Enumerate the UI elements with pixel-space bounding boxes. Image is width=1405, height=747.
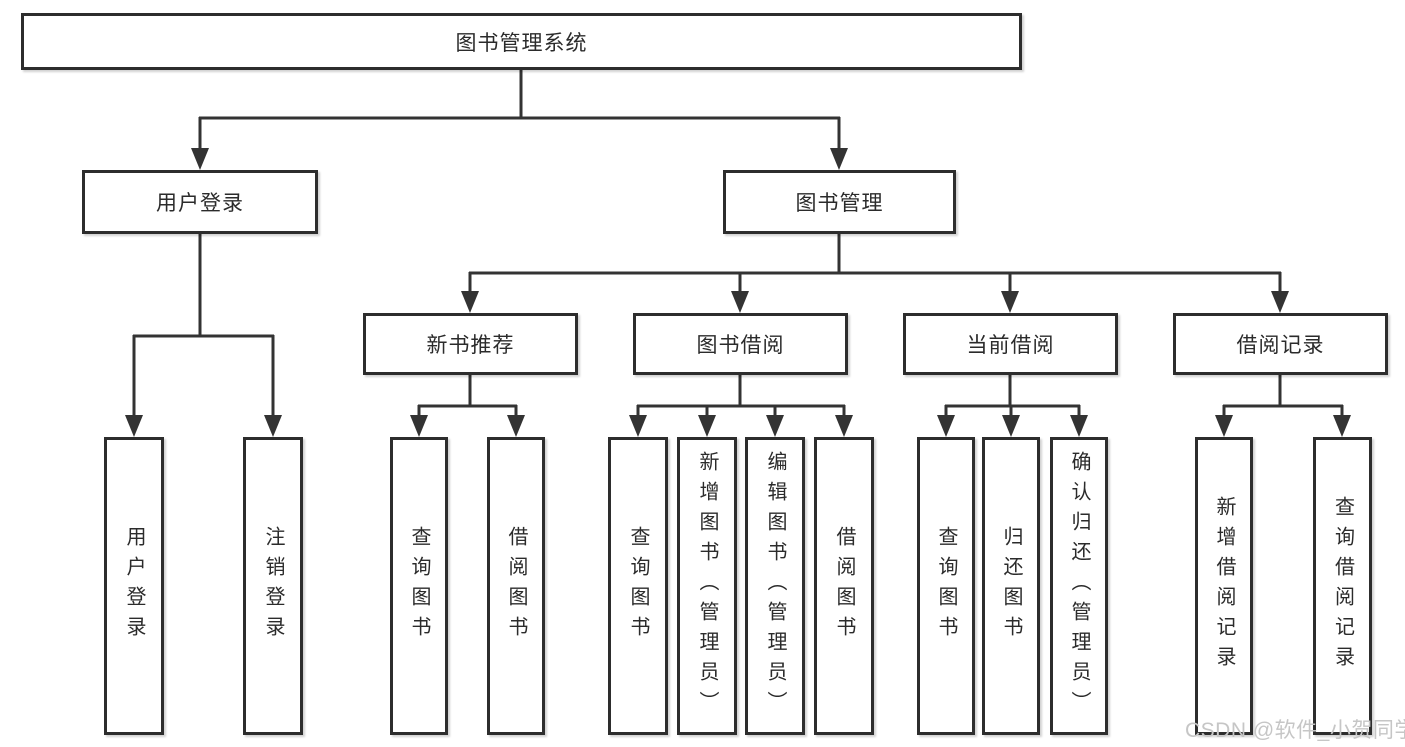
node-current-borrowing: 当前借阅 xyxy=(903,313,1118,375)
node-book-management-label: 图书管理 xyxy=(795,192,884,215)
node-book-borrowing: 图书借阅 xyxy=(633,313,848,375)
node-new-book-recommend: 新书推荐 xyxy=(363,313,578,375)
leaf-records-query-record: 查询借阅记录 xyxy=(1313,437,1372,735)
node-user-login: 用户登录 xyxy=(82,170,318,234)
node-root-system-label: 图书管理系统 xyxy=(455,31,588,55)
leaf-records-add-record: 新增借阅记录 xyxy=(1195,437,1253,735)
leaf-borrowing-add-books-admin-label: 新增图书（管理员） xyxy=(696,451,718,721)
node-user-login-label: 用户登录 xyxy=(156,192,244,215)
leaf-current-query-books-label: 查询图书 xyxy=(935,526,957,646)
leaf-current-confirm-return-admin: 确认归还（管理员） xyxy=(1050,437,1108,735)
leaf-borrowing-borrow-books-label: 借阅图书 xyxy=(833,526,855,646)
leaf-borrowing-edit-books-admin-label: 编辑图书（管理员） xyxy=(764,451,786,721)
leaf-borrowing-query-books: 查询图书 xyxy=(608,437,668,735)
leaf-records-add-record-label: 新增借阅记录 xyxy=(1213,496,1235,676)
node-root-system: 图书管理系统 xyxy=(21,13,1022,70)
leaf-recommend-query-books: 查询图书 xyxy=(390,437,448,735)
node-borrowing-records: 借阅记录 xyxy=(1173,313,1388,375)
leaf-borrowing-borrow-books: 借阅图书 xyxy=(814,437,874,735)
leaf-recommend-query-books-label: 查询图书 xyxy=(408,526,430,646)
leaf-user-login: 用户登录 xyxy=(104,437,164,735)
leaf-recommend-borrow-books-label: 借阅图书 xyxy=(505,526,527,646)
leaf-current-query-books: 查询图书 xyxy=(917,437,975,735)
leaf-current-confirm-return-admin-label: 确认归还（管理员） xyxy=(1068,451,1090,721)
leaf-current-return-books-label: 归还图书 xyxy=(1000,526,1022,646)
node-new-book-recommend-label: 新书推荐 xyxy=(426,334,515,357)
leaf-user-login-label: 用户登录 xyxy=(123,526,145,646)
leaf-logout: 注销登录 xyxy=(243,437,303,735)
leaf-borrowing-query-books-label: 查询图书 xyxy=(627,526,649,646)
leaf-logout-label: 注销登录 xyxy=(262,526,284,646)
leaf-records-query-record-label: 查询借阅记录 xyxy=(1331,496,1354,676)
csdn-watermark: CSDN @软件_小贺同学 xyxy=(1185,719,1405,742)
leaf-borrowing-add-books-admin: 新增图书（管理员） xyxy=(677,437,737,735)
leaf-recommend-borrow-books: 借阅图书 xyxy=(487,437,545,735)
leaf-borrowing-edit-books-admin: 编辑图书（管理员） xyxy=(745,437,805,735)
node-book-borrowing-label: 图书借阅 xyxy=(696,334,785,357)
node-current-borrowing-label: 当前借阅 xyxy=(966,334,1055,357)
node-book-management: 图书管理 xyxy=(723,170,956,234)
node-borrowing-records-label: 借阅记录 xyxy=(1236,334,1325,357)
leaf-current-return-books: 归还图书 xyxy=(982,437,1040,735)
